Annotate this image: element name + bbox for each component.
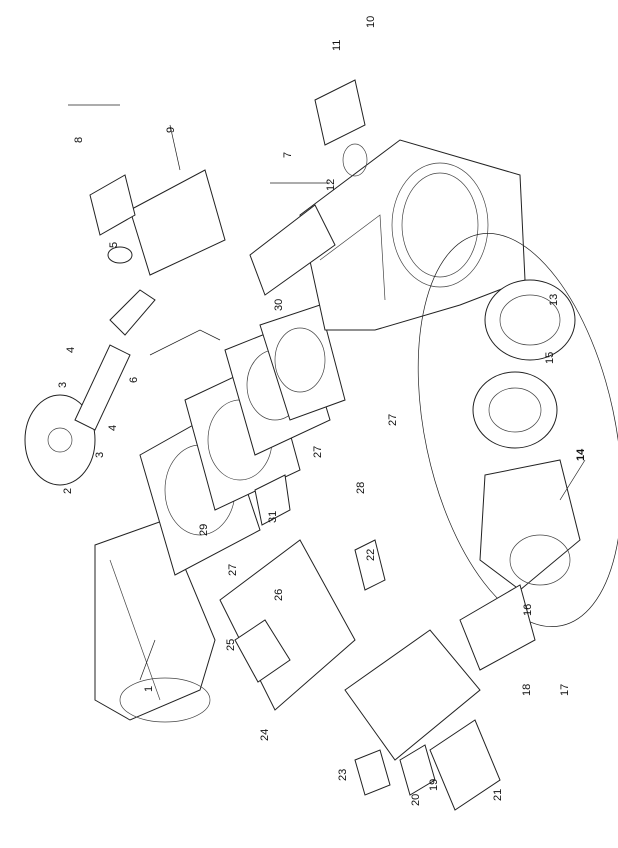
label-15: 15 [544,352,556,364]
label-22: 22 [365,549,377,561]
label-4: 4 [107,425,119,431]
part-labels: 1 2 3 3 4 4 5 6 7 8 9 10 11 12 13 14 15 … [57,16,587,806]
label-24: 24 [259,729,271,741]
label-30: 30 [273,299,285,311]
label-14: 14 [575,448,587,461]
label-7: 7 [282,152,294,158]
label-8: 8 [73,137,85,143]
label-11: 11 [331,40,343,51]
label-6: 6 [128,377,140,383]
label-16: 16 [522,604,534,616]
label-21: 21 [492,789,504,801]
label-19: 19 [428,779,440,791]
label-2: 2 [62,488,74,494]
label-12: 12 [325,179,337,191]
label-10: 10 [365,16,377,28]
label-31: 31 [267,511,279,523]
head-shape [24,246,221,486]
label-27: 27 [387,414,399,426]
label-4: 4 [65,347,77,353]
flanges-shape [139,304,346,576]
label-23: 23 [337,769,349,781]
label-29: 29 [198,524,210,536]
label-25: 25 [225,639,237,651]
covers-shape [89,79,368,296]
label-27: 27 [227,564,239,576]
label-1: 1 [143,686,155,692]
housing-shape [299,139,526,331]
electrical-shape [219,474,536,811]
label-27: 27 [312,446,324,458]
label-3: 3 [94,452,106,458]
leader-lines [68,104,586,681]
label-3: 3 [57,382,69,388]
fan-assembly-shape [417,233,618,627]
label-20: 20 [410,794,422,806]
label-9: 9 [165,127,177,133]
label-13: 13 [548,294,560,306]
label-17: 17 [559,684,571,696]
label-5: 5 [108,242,120,248]
label-28: 28 [355,482,367,494]
label-18: 18 [521,684,533,696]
label-26: 26 [273,589,285,601]
